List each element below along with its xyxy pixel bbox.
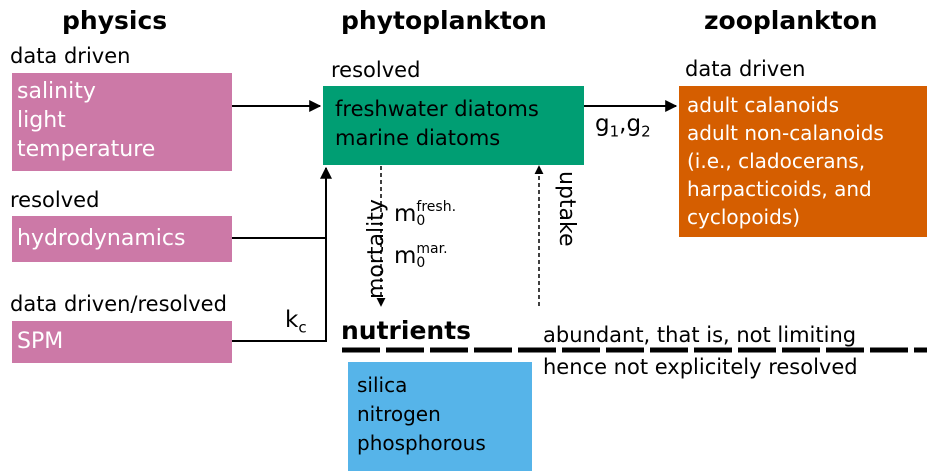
hydrodynamics-label: hydrodynamics [17,226,186,251]
phyto-resolved-label: resolved [331,58,421,82]
physics-item: light [17,108,66,133]
zoo-item: adult calanoids [687,93,840,117]
phyto-item: marine diatoms [335,126,501,150]
spm-box: SPM [12,321,232,363]
spm-label: SPM [17,329,64,354]
nutrient-item: silica [357,373,408,397]
physics-resolved-label: resolved [10,188,100,212]
nutrients-note-line1: abundant, that is, not limiting [543,323,857,347]
zoo-data-driven-label: data driven [685,57,806,81]
nutrients-note-line2: hence not explicitely resolved [543,355,858,379]
phytoplankton-header: phytoplankton [341,6,547,35]
zoo-item: adult non-calanoids [687,121,884,145]
kc-label: kc [285,307,307,337]
hydrodynamics-box: hydrodynamics [12,216,232,262]
physics-data-driven-label: data driven [10,44,131,68]
zoo-item: cyclopoids) [687,205,801,229]
nutrients-header: nutrients [341,316,472,345]
nutrient-item: nitrogen [357,402,441,426]
phytoplankton-box: freshwater diatoms marine diatoms [323,86,584,165]
phyto-item: freshwater diatoms [335,97,539,121]
physics-item: temperature [17,137,156,162]
zoo-item: harpacticoids, and [687,177,872,201]
uptake-label: uptake [554,171,579,247]
zooplankton-box: adult calanoids adult non-calanoids (i.e… [679,86,927,237]
physics-header: physics [62,6,168,35]
nutrient-item: phosphorous [357,431,486,455]
grazing-label: g1,g2 [595,111,651,141]
zoo-item: (i.e., cladocerans, [687,149,866,173]
mortality-label: mortality [364,199,389,299]
physics-item: salinity [17,79,96,104]
physics-mixed-label: data driven/resolved [10,292,227,316]
zooplankton-header: zooplankton [704,6,878,35]
physics-data-driven-box: salinity light temperature [12,73,232,171]
nutrients-box: silica nitrogen phosphorous [348,362,532,471]
